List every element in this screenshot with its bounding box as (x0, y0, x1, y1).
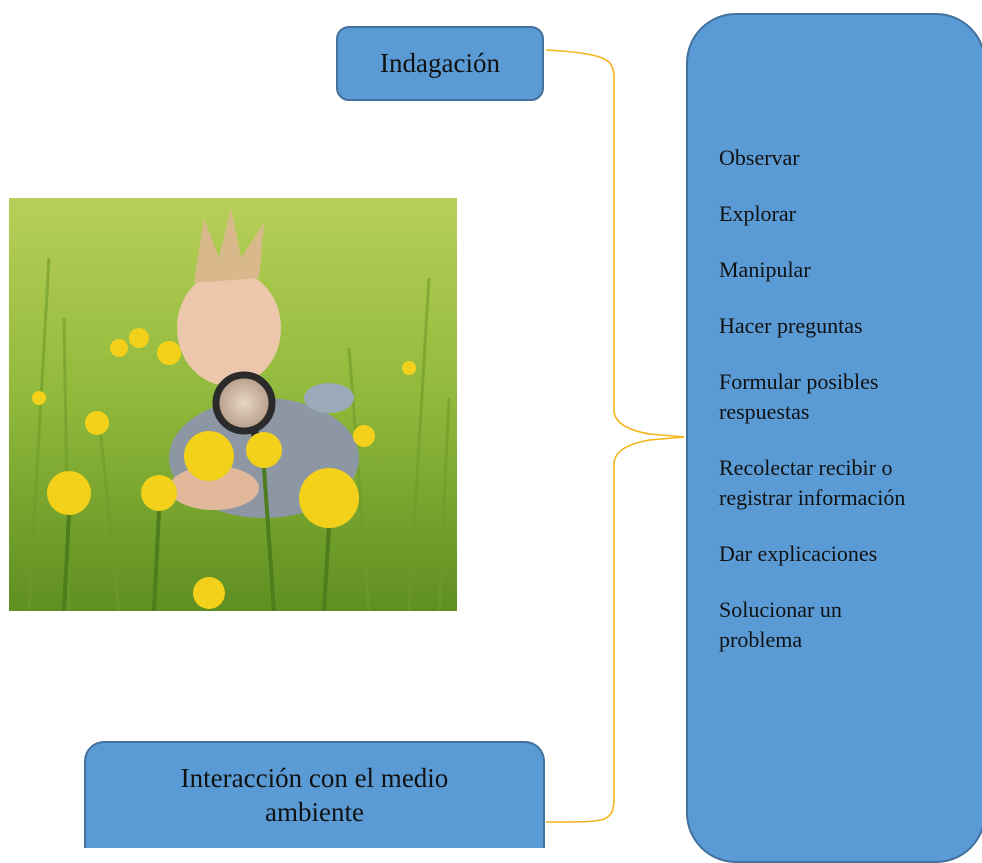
interaccion-box: Interacción con el medio ambiente (84, 741, 545, 848)
activity-item: Manipular (719, 257, 811, 282)
activity-item: Dar explicaciones (719, 541, 878, 566)
interaccion-label: Interacción con el medio ambiente (180, 762, 449, 827)
child-magnifier-photo (9, 198, 457, 611)
connector-upper (545, 49, 685, 438)
activities-panel: Observar Explorar Manipular Hacer pregun… (686, 13, 982, 863)
activity-item: Recolectar recibir o registrar informaci… (719, 455, 906, 510)
activity-item: Hacer preguntas (719, 313, 863, 338)
activities-list: Observar Explorar Manipular Hacer pregun… (719, 143, 969, 681)
connector-lower (545, 436, 685, 823)
activity-item: Solucionar un problema (719, 597, 842, 652)
activity-item: Explorar (719, 201, 796, 226)
activity-item: Observar (719, 145, 800, 170)
indagacion-box: Indagación (336, 26, 544, 101)
activity-item: Formular posibles respuestas (719, 369, 879, 424)
indagacion-label: Indagación (380, 47, 500, 78)
